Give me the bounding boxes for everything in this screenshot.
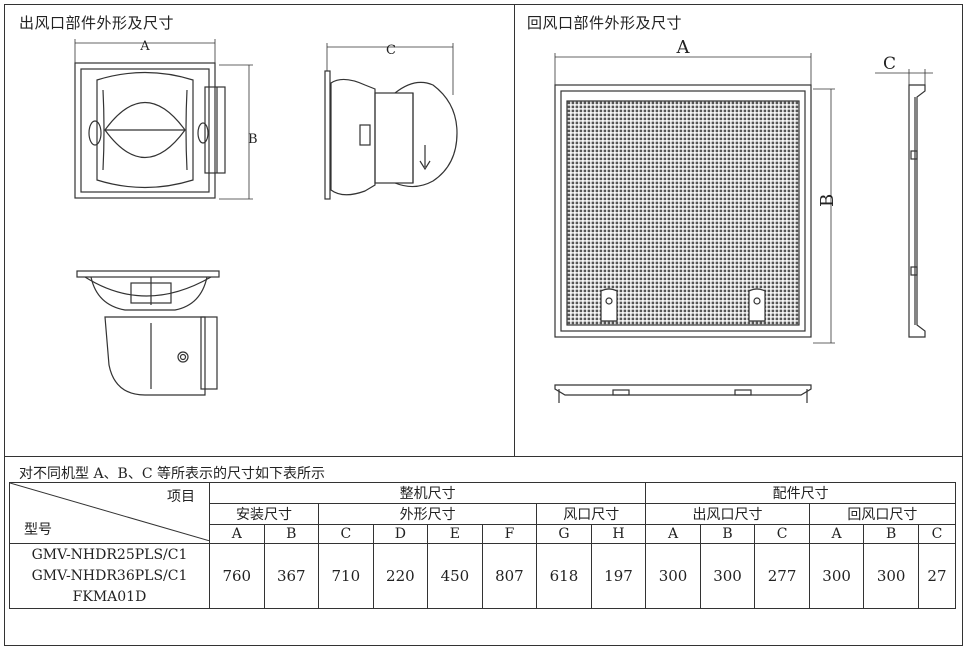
panel-divider-vertical	[514, 5, 515, 456]
table-caption: 对不同机型 A、B、C 等所表示的尺寸如下表所示	[19, 466, 326, 482]
value-cell: 300	[808, 543, 865, 609]
outlet-front-view	[74, 39, 253, 200]
sub-outlet-header: 出风口尺寸	[645, 503, 810, 525]
col-letter: B	[699, 524, 756, 544]
outlet-side-view	[324, 43, 458, 200]
return-dim-a: A	[676, 37, 691, 58]
col-letter: B	[263, 524, 320, 544]
value-cell: 760	[209, 543, 265, 609]
outlet-dim-c: C	[386, 43, 396, 58]
value-cell: 300	[863, 543, 919, 609]
col-letter: C	[318, 524, 374, 544]
col-letter: A	[645, 524, 701, 544]
value-cell: 27	[917, 543, 957, 609]
value-cell: 367	[263, 543, 320, 609]
return-panel-title: 回风口部件外形及尺寸	[527, 14, 683, 32]
col-letter: E	[427, 524, 483, 544]
outlet-dim-a: A	[139, 39, 150, 54]
outlet-dim-b: B	[248, 132, 258, 147]
group-unit-header: 整机尺寸	[208, 482, 647, 504]
col-letter: C	[754, 524, 810, 544]
outlet-bottom-view	[76, 270, 220, 396]
col-letter: A	[808, 524, 865, 544]
return-bottom-view	[554, 384, 812, 403]
col-letter: C	[917, 524, 957, 544]
sub-install-header: 安装尺寸	[208, 503, 320, 525]
col-letter: D	[372, 524, 429, 544]
return-front-view	[554, 53, 835, 344]
value-cell: 277	[754, 543, 810, 609]
col-letter: H	[590, 524, 647, 544]
value-cell: 710	[318, 543, 374, 609]
panel-divider-horizontal	[5, 456, 962, 457]
return-dim-c: C	[883, 54, 896, 74]
col-letter: A	[209, 524, 265, 544]
group-parts-header: 配件尺寸	[645, 482, 956, 504]
outlet-panel-title: 出风口部件外形及尺寸	[19, 14, 175, 32]
col-letter: G	[536, 524, 592, 544]
corner-diagonal	[10, 483, 210, 541]
return-dim-b: B	[817, 194, 838, 207]
dimension-table: 项目 型号 整机尺寸 配件尺寸 安装尺寸 外形尺寸 风口尺寸 出风口尺寸 回风口…	[9, 482, 957, 609]
value-cell: 807	[481, 543, 538, 609]
value-cell: 220	[372, 543, 429, 609]
drawing-sheet: 出风口部件外形及尺寸 回风口部件外形及尺寸	[4, 4, 963, 646]
table-corner-cell: 项目 型号	[9, 482, 210, 544]
outlet-drawings: A B C	[74, 39, 458, 396]
value-cell: 197	[590, 543, 647, 609]
model-name: GMV-NHDR25PLS/C1	[31, 546, 188, 563]
value-cell: 300	[699, 543, 756, 609]
model-list-cell: GMV-NHDR25PLS/C1 GMV-NHDR36PLS/C1 FKMA01…	[9, 543, 210, 609]
value-cell: 618	[536, 543, 592, 609]
value-cell: 300	[645, 543, 701, 609]
corner-item-label: 项目	[167, 489, 195, 505]
corner-model-label: 型号	[24, 522, 52, 538]
sub-port-header: 风口尺寸	[536, 503, 647, 525]
sub-outline-header: 外形尺寸	[318, 503, 538, 525]
sub-return-header: 回风口尺寸	[808, 503, 957, 525]
model-name: FKMA01D	[72, 588, 147, 605]
col-letter: F	[481, 524, 538, 544]
value-cell: 450	[427, 543, 483, 609]
col-letter: B	[863, 524, 919, 544]
return-side-view	[875, 69, 933, 338]
model-name: GMV-NHDR36PLS/C1	[31, 567, 188, 584]
return-vent-drawings: A B C	[554, 37, 933, 403]
